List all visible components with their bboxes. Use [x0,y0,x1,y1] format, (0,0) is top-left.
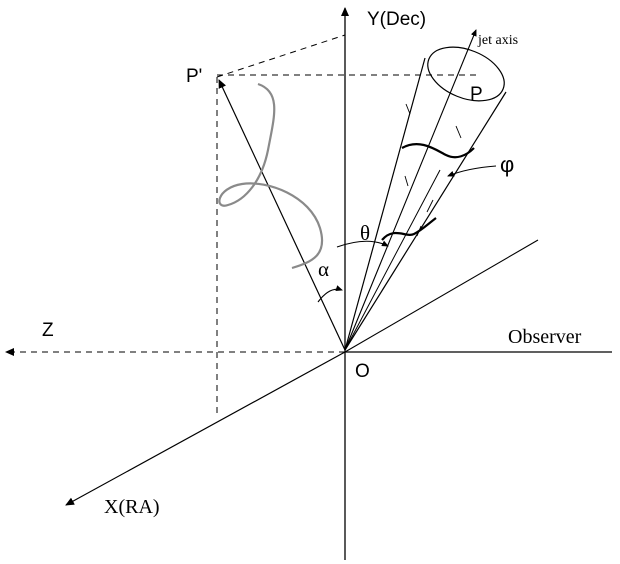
x-axis-label: X(RA) [104,496,160,518]
x-axis-extension-line [344,239,539,353]
z-axis-label: Z [42,320,54,341]
cone-inner-dashes [404,103,462,237]
phi-pointer-arrow [447,165,497,177]
alpha-angle-arc [317,285,343,303]
cone-top-ellipse [427,46,505,102]
theta-label: θ [360,221,370,245]
cone-right-edge [344,91,507,351]
cone-wavy-line-upper [401,143,475,159]
jet-axis-line [344,29,477,351]
cone-wavy-line-lower [381,217,437,241]
helix-curve [218,82,324,270]
phi-label: φ [500,152,514,177]
observer-label: Observer [508,326,582,348]
op-prime-vector [218,79,346,351]
origin-label: O [355,361,370,382]
projection-dashed-top [216,34,346,78]
x-axis-line [65,351,346,506]
jet-axis-label: jet axis [477,33,518,48]
cone-left-edge [344,57,426,351]
alpha-label: α [318,257,329,281]
point-p-label: P [470,84,483,105]
y-axis-label: Y(Dec) [367,9,426,30]
theta-angle-arc [336,240,389,248]
point-p-prime-label: P' [186,66,202,87]
cone-inner-line [344,169,441,351]
